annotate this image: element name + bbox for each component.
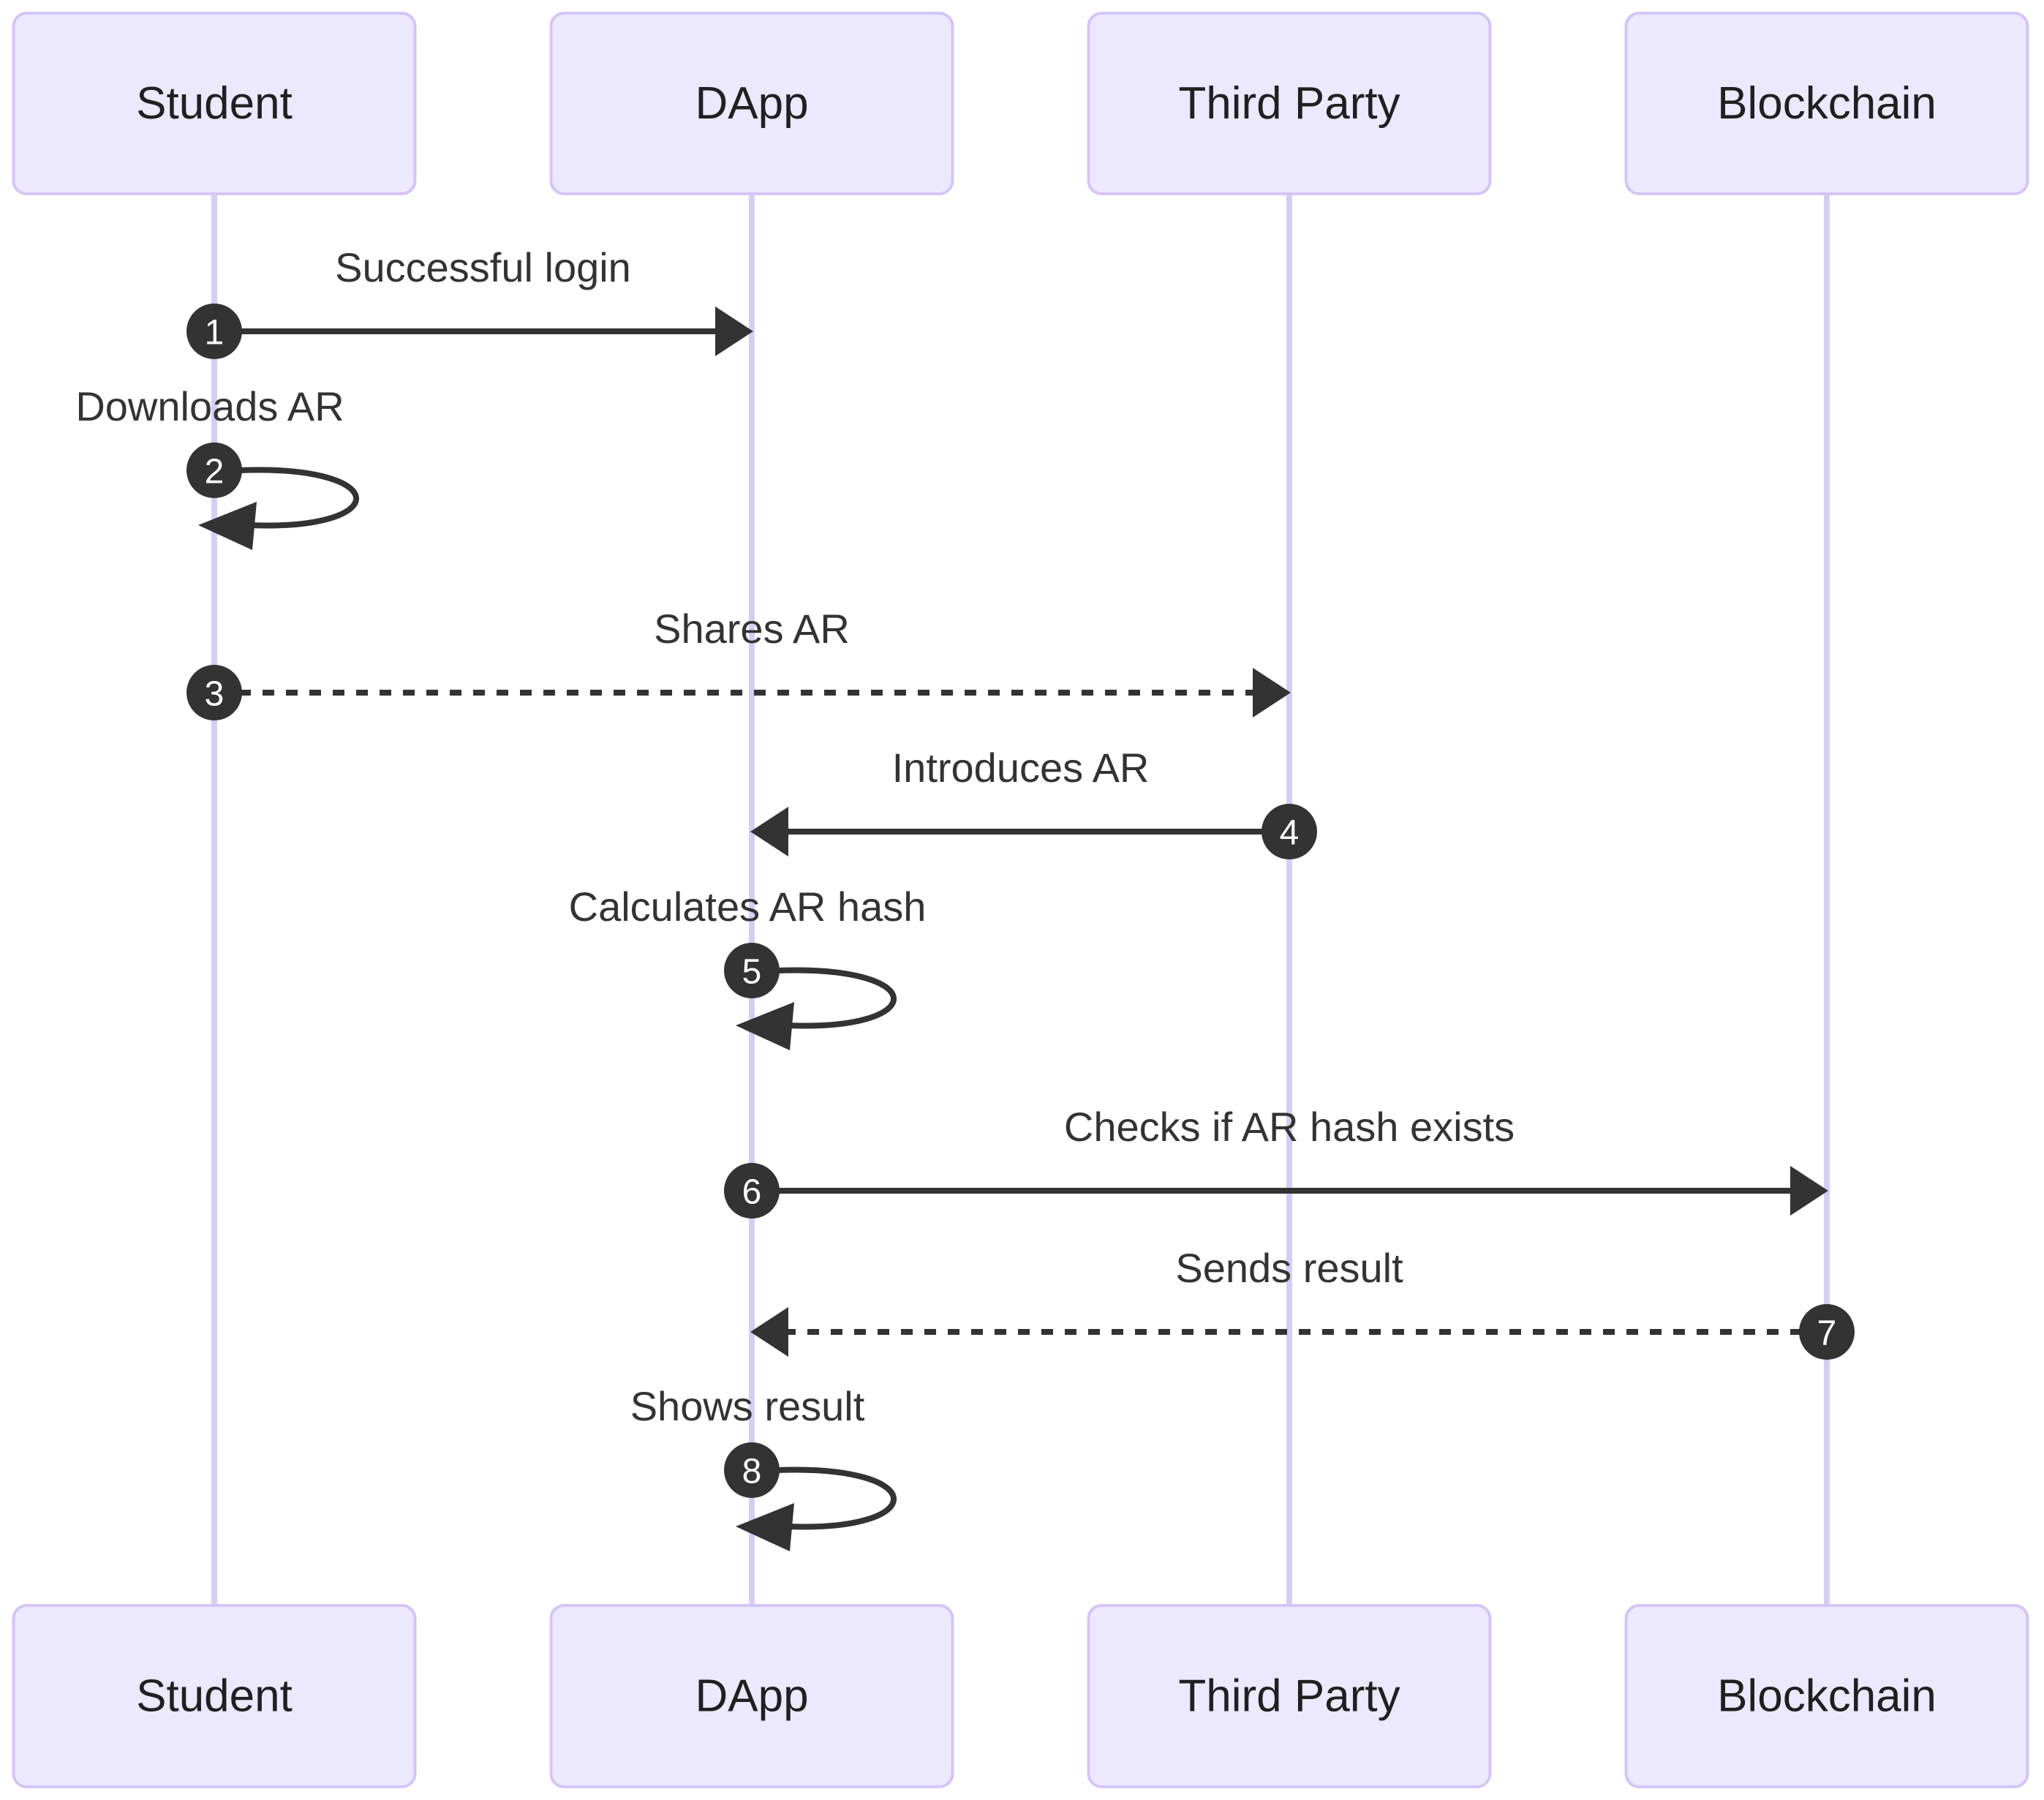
sequence-badge-circle <box>724 943 780 998</box>
actor-rect <box>549 12 954 195</box>
arrow-head-icon <box>715 306 753 356</box>
actor-rect <box>1624 1604 2029 1788</box>
actor-label-student: Student <box>136 78 293 129</box>
actor-box-top-dapp[interactable]: DApp <box>549 12 954 195</box>
actor-label-dapp: DApp <box>695 1671 808 1721</box>
message-label-5: Calculates AR hash <box>569 884 927 930</box>
actor-rect <box>1087 1604 1492 1788</box>
actor-box-bottom-dapp[interactable]: DApp <box>549 1604 954 1788</box>
sequence-badge-circle <box>186 443 242 498</box>
actor-label-thirdparty: Third Party <box>1178 1671 1400 1721</box>
actor-box-bottom-thirdparty[interactable]: Third Party <box>1087 1604 1492 1788</box>
sequence-badge-number: 4 <box>1280 814 1300 853</box>
message-label-8: Shows result <box>630 1383 865 1429</box>
message-label-4: Introduces AR <box>892 745 1150 791</box>
actor-rect <box>1624 12 2029 195</box>
actor-label-dapp: DApp <box>695 78 808 129</box>
actor-label-blockchain: Blockchain <box>1717 78 1936 129</box>
actor-rect <box>549 1604 954 1788</box>
lifelines-layer <box>211 194 1830 1605</box>
message-label-6: Checks if AR hash exists <box>1064 1104 1515 1150</box>
message-8[interactable]: Shows result 8 <box>630 1383 897 1551</box>
actor-box-top-thirdparty[interactable]: Third Party <box>1087 12 1492 195</box>
actor-rect <box>1087 12 1492 195</box>
message-4[interactable]: Introduces AR 4 <box>750 745 1317 859</box>
message-7[interactable]: Sends result 7 <box>750 1245 1855 1360</box>
sequence-badge-circle <box>724 1163 780 1219</box>
message-label-2: Downloads AR <box>75 383 344 429</box>
actor-box-bottom-student[interactable]: Student <box>12 1604 417 1788</box>
arrow-head-icon <box>750 807 788 856</box>
sequence-badge-number: 8 <box>742 1453 762 1491</box>
sequence-badge-circle <box>186 665 242 720</box>
actor-rect <box>12 1604 417 1788</box>
arrow-head-icon <box>1253 668 1291 718</box>
self-loop-path <box>238 467 359 529</box>
message-5[interactable]: Calculates AR hash 5 <box>569 884 927 1050</box>
actor-label-blockchain: Blockchain <box>1717 1671 1936 1721</box>
arrow-head-icon <box>736 1002 794 1050</box>
message-2[interactable]: Downloads AR 2 <box>75 383 359 550</box>
actor-label-thirdparty: Third Party <box>1178 78 1400 129</box>
sequence-badge-number: 6 <box>742 1173 762 1212</box>
sequence-badge-circle <box>1799 1304 1855 1360</box>
actor-box-top-student[interactable]: Student <box>12 12 417 195</box>
sequence-badge-number: 3 <box>205 675 225 714</box>
message-label-7: Sends result <box>1175 1245 1403 1291</box>
sequence-badge-number: 1 <box>205 314 225 353</box>
actor-box-bottom-blockchain[interactable]: Blockchain <box>1624 1604 2029 1788</box>
actor-box-top-blockchain[interactable]: Blockchain <box>1624 12 2029 195</box>
sequence-badge-circle <box>724 1442 780 1498</box>
message-label-1: Successful login <box>335 244 631 290</box>
sequence-badge-number: 2 <box>205 453 225 492</box>
actor-label-student: Student <box>136 1671 293 1721</box>
sequence-badge-circle <box>186 304 242 359</box>
arrow-head-icon <box>736 1503 794 1551</box>
arrow-head-icon <box>198 502 257 550</box>
arrow-head-icon <box>1790 1166 1828 1216</box>
sequence-badge-circle <box>1262 804 1317 859</box>
sequence-badge-number: 5 <box>742 953 762 992</box>
sequence-badge-number: 7 <box>1817 1314 1837 1353</box>
message-6[interactable]: Checks if AR hash exists 6 <box>724 1104 1828 1219</box>
message-3[interactable]: Shares AR 3 <box>186 606 1291 720</box>
arrow-head-icon <box>750 1307 788 1357</box>
self-loop-path <box>776 967 897 1029</box>
message-1[interactable]: Successful login 1 <box>186 244 753 359</box>
actor-rect <box>12 12 417 195</box>
self-loop-path <box>776 1466 897 1530</box>
message-label-3: Shares AR <box>654 606 850 652</box>
